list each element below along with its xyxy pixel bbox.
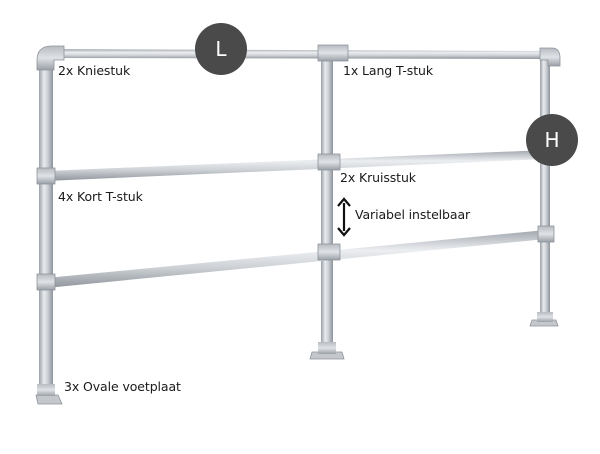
left-post <box>35 60 63 405</box>
cross-fitting-lower <box>317 243 341 261</box>
long-tee-fitting <box>317 44 349 62</box>
elbow-label: 2x Kniestuk <box>58 63 131 78</box>
height-badge: H <box>526 114 578 166</box>
adjustable-label: Variabel instelbaar <box>355 207 471 222</box>
length-badge: L <box>195 23 247 75</box>
middle-post <box>309 52 345 360</box>
double-arrow-icon <box>337 197 351 237</box>
middle-rail <box>46 150 546 181</box>
long-tee-label: 1x Lang T-stuk <box>343 63 433 78</box>
right-post <box>529 52 559 327</box>
cross-label: 2x Kruisstuk <box>340 170 416 185</box>
short-tee-fitting-right-lower <box>537 225 555 243</box>
short-tee-fitting-left-lower <box>36 273 56 291</box>
short-tee-fitting-left-upper <box>36 167 56 185</box>
cross-fitting-upper <box>317 153 341 171</box>
lower-rail <box>46 230 546 288</box>
top-rail <box>48 49 553 59</box>
short-tee-label: 4x Kort T-stuk <box>58 189 143 204</box>
elbow-fitting-left <box>36 45 65 71</box>
elbow-fitting-right <box>539 47 561 67</box>
foot-plate-label: 3x Ovale voetplaat <box>64 379 181 394</box>
